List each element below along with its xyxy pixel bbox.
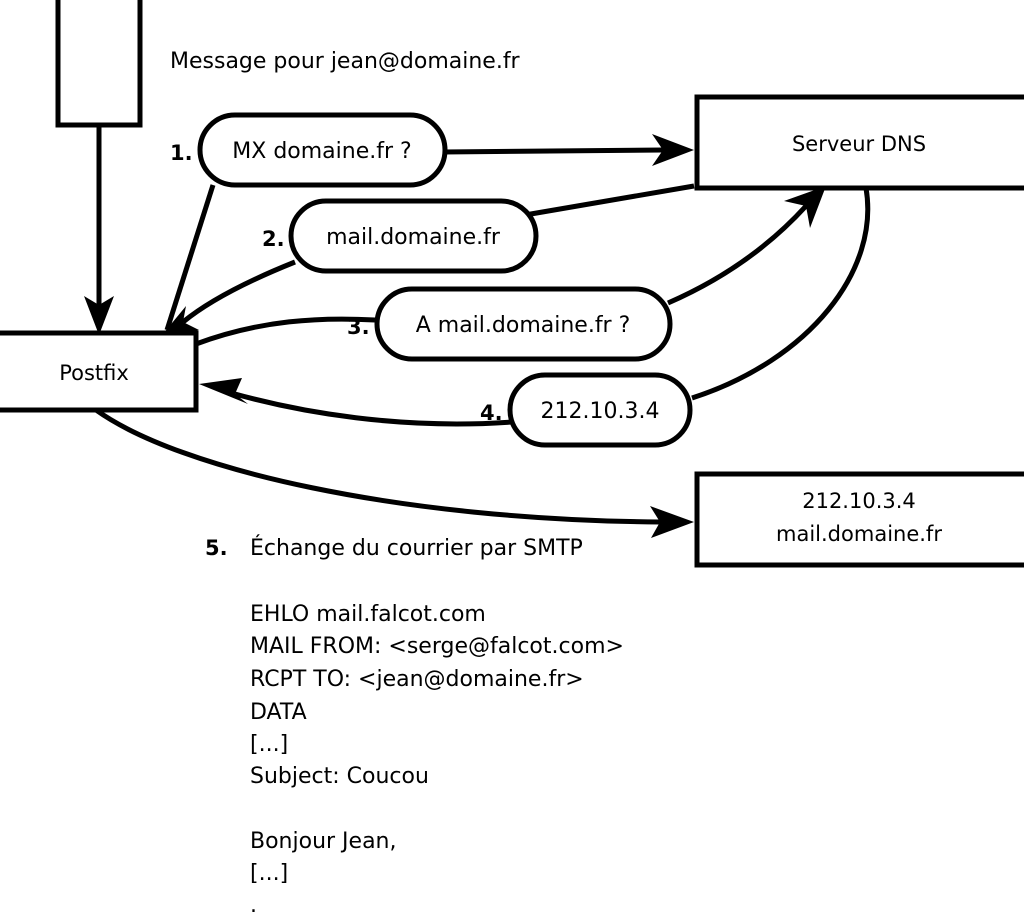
mua-box: [55, 0, 143, 128]
step-4-number: 4.: [480, 401, 503, 425]
smtp-line-9: .: [250, 893, 257, 918]
step-5-label: Échange du courrier par SMTP: [250, 535, 583, 561]
mail-server-ip: 212.10.3.4: [802, 489, 916, 513]
smtp-line-8: [...]: [250, 861, 288, 886]
step-1-bubble: MX domaine.fr ?: [197, 112, 448, 188]
step-1-label: MX domaine.fr ?: [232, 139, 411, 164]
edge-step-3: [195, 186, 826, 347]
edge-mua-to-postfix: [84, 126, 114, 335]
smtp-line-3: DATA: [250, 700, 307, 725]
smtp-line-1: MAIL FROM: <serge@falcot.com>: [250, 634, 624, 659]
step-5-number: 5.: [205, 536, 228, 560]
step-3-bubble: A mail.domaine.fr ?: [374, 286, 673, 362]
smtp-line-2: RCPT TO: <jean@domaine.fr>: [250, 667, 584, 692]
dns-box-label: Serveur DNS: [792, 132, 926, 156]
postfix-box: [0, 330, 199, 413]
step-2-label: mail.domaine.fr: [326, 225, 501, 250]
smtp-line-4: [...]: [250, 732, 288, 757]
postfix-box-label: Postfix: [59, 361, 129, 385]
mail-server-box: [694, 471, 1024, 568]
smtp-line-0: EHLO mail.falcot.com: [250, 602, 486, 627]
dns-box: [694, 94, 1024, 191]
step-3-label: A mail.domaine.fr ?: [416, 313, 631, 338]
smtp-line-5: Subject: Coucou: [250, 764, 429, 789]
step-2-bubble: mail.domaine.fr: [288, 198, 539, 274]
step-2-number: 2.: [262, 227, 285, 251]
step-4-label: 212.10.3.4: [541, 399, 660, 424]
step-1-number: 1.: [170, 141, 193, 165]
edge-step-5: [94, 407, 694, 538]
smtp-line-7: Bonjour Jean,: [250, 829, 397, 854]
step-3-number: 3.: [347, 315, 370, 339]
mail-server-hostname: mail.domaine.fr: [776, 522, 942, 546]
edge-step-1: [164, 134, 694, 331]
message-note: Message pour jean@domaine.fr: [170, 49, 521, 74]
step-4-bubble: 212.10.3.4: [507, 372, 693, 448]
edge-step-4: [199, 187, 871, 427]
